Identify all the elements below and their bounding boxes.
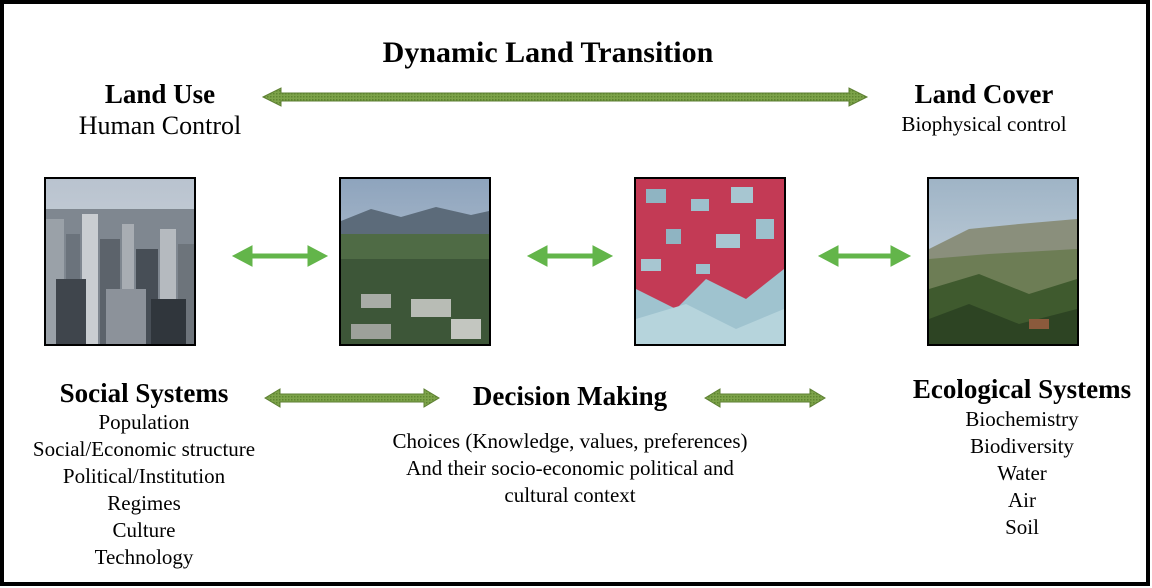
list-item: Political/Institution bbox=[62, 464, 226, 488]
list-item: Technology bbox=[94, 545, 194, 569]
list-item: Soil bbox=[1005, 515, 1039, 539]
land-use-cover-arrow bbox=[261, 87, 869, 107]
diagram-title: Dynamic Land Transition bbox=[382, 36, 714, 69]
decision-line: Choices (Knowledge, values, preferences) bbox=[392, 429, 748, 453]
decision-making-heading: Decision Making bbox=[472, 381, 668, 411]
list-item: Water bbox=[997, 461, 1047, 485]
suburb-photo bbox=[339, 177, 491, 346]
list-item: Biodiversity bbox=[970, 434, 1074, 458]
social-systems-heading: Social Systems bbox=[59, 378, 229, 408]
photo-arrows bbox=[231, 245, 912, 267]
list-item: Regimes bbox=[107, 491, 181, 515]
list-item: Air bbox=[1008, 488, 1036, 512]
decision-line: cultural context bbox=[504, 483, 636, 507]
list-item: Social/Economic structure bbox=[32, 437, 256, 461]
social-decision-arrow bbox=[264, 388, 440, 408]
arrow-3 bbox=[817, 245, 912, 267]
arrow-2 bbox=[526, 245, 614, 267]
land-use-subheading: Human Control bbox=[78, 111, 242, 140]
ecological-systems-heading: Ecological Systems bbox=[912, 374, 1132, 404]
decision-line: And their socio-economic political and bbox=[406, 456, 734, 480]
land-cover-subheading: Biophysical control bbox=[901, 112, 1067, 136]
decision-making-text: Choices (Knowledge, values, preferences)… bbox=[392, 428, 747, 509]
list-item: Population bbox=[98, 410, 190, 434]
ecological-systems-list: Biochemistry Biodiversity Water Air Soil bbox=[965, 406, 1078, 541]
decision-ecological-arrow bbox=[704, 388, 826, 408]
satellite-photo bbox=[634, 177, 786, 346]
land-cover-heading: Land Cover bbox=[914, 79, 1054, 109]
list-item: Culture bbox=[112, 518, 176, 542]
arrow-1 bbox=[231, 245, 329, 267]
city-photo bbox=[44, 177, 196, 346]
land-use-heading: Land Use bbox=[104, 79, 216, 109]
list-item: Biochemistry bbox=[965, 407, 1079, 431]
valley-photo bbox=[927, 177, 1079, 346]
social-systems-list: Population Social/Economic structure Pol… bbox=[33, 409, 255, 571]
